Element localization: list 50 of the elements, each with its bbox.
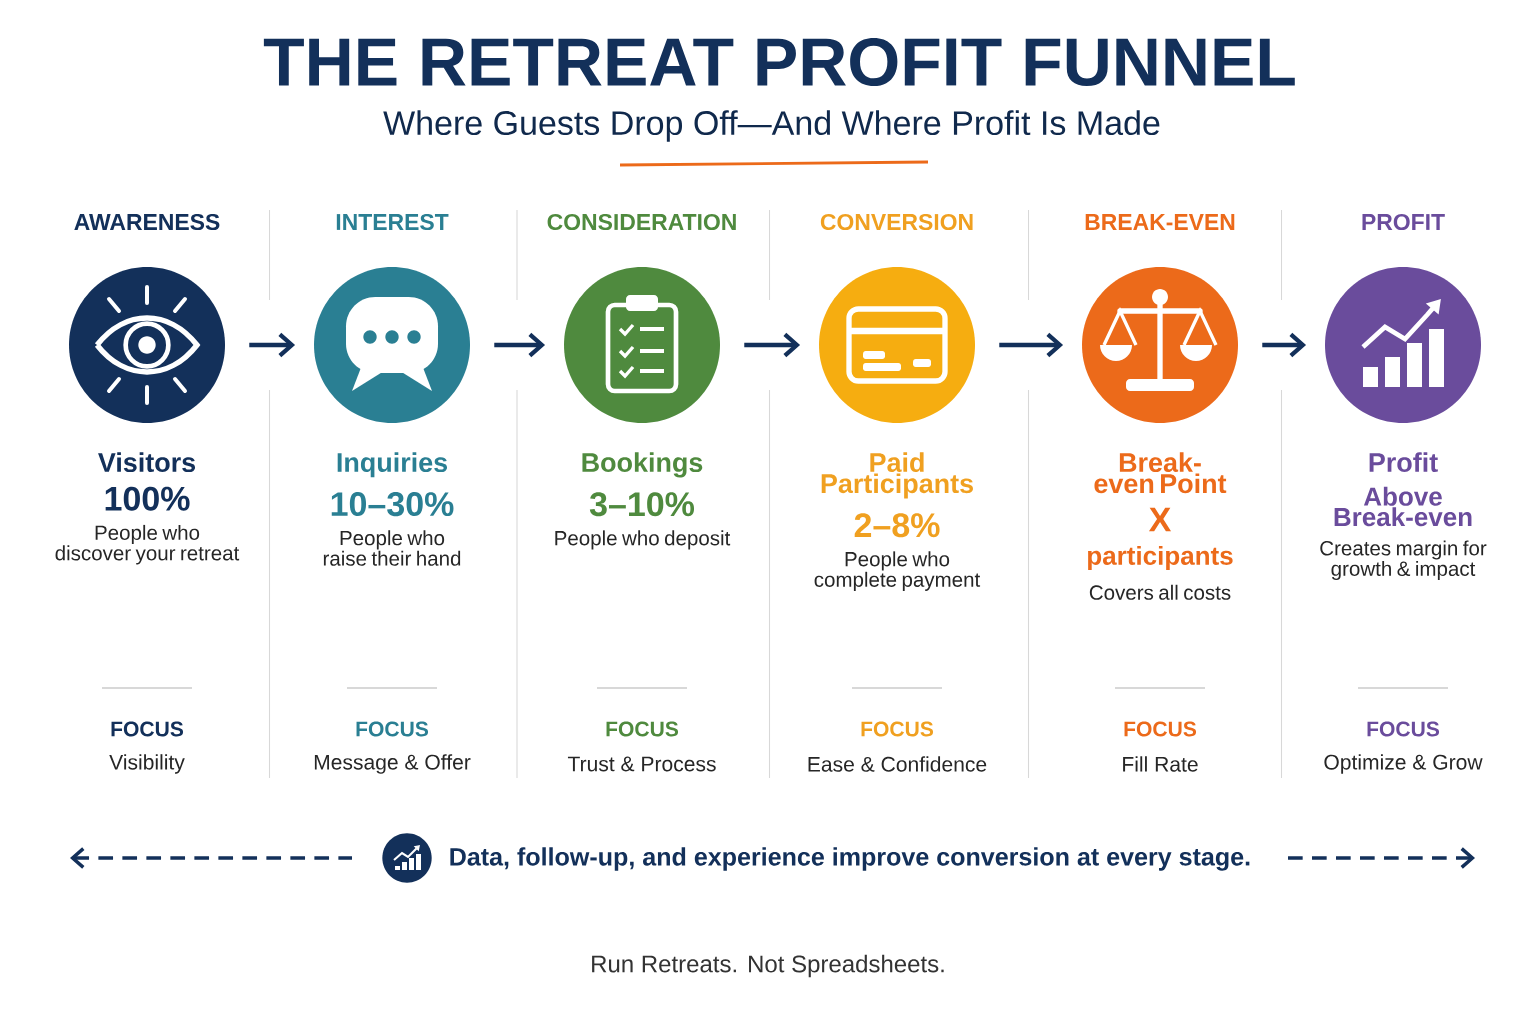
stage-description: People who complete payment [814,551,981,591]
stage-metric: 3–10% [589,492,695,517]
focus-heading: FOCUS [1124,721,1197,737]
title: THE RETREAT PROFIT FUNNEL [263,37,1295,87]
arrow [744,332,801,358]
focus-value: Fill Rate [1123,756,1198,772]
arrow [1262,332,1307,358]
focus-heading: FOCUS [606,721,679,737]
focus-value: Trust & Process [567,756,716,772]
arrow [999,332,1064,358]
tagline: Run Retreats. Not Spreadsheets. [592,954,944,978]
focus-heading: FOCUS [111,721,184,737]
stage-circle [564,267,720,423]
stage-description: People who raise their hand [323,530,461,566]
focus-value: Optimize & Grow [1324,754,1483,774]
focus-value: Message & Offer [314,754,471,774]
stage-description: Covers all costs [1089,584,1231,600]
focus-heading: FOCUS [356,721,429,737]
stage-metric: participants [1088,545,1233,571]
stage-name: Paid Participants [821,452,973,499]
stage-heading: PROFIT [1362,213,1445,231]
stage-heading: CONVERSION [820,213,973,231]
focus-heading: FOCUS [861,721,934,737]
focus-value: Ease & Confidence [808,756,987,772]
stage-circle [69,267,225,423]
focus-heading: FOCUS [1367,721,1440,737]
focus-value: Visibility [109,754,185,774]
stage-name: Break-even Point [1094,452,1227,494]
stage-heading: AWARENESS [74,213,220,231]
arrow [249,332,296,358]
stage-metric: 2–8% [854,513,940,538]
stage-description: Creates margin for growth & impact [1320,540,1487,581]
stage-metric: X [1148,507,1172,532]
stage-name: Profit [1369,452,1438,473]
stage-description: People who deposit [555,530,731,550]
stage-circle [1082,267,1238,423]
stage-heading: INTEREST [336,213,449,231]
stage-metric: 100% [105,486,190,511]
stage-heading: CONSIDERATION [547,213,736,231]
stage-metric: 10–30% [331,492,454,517]
stage-metric: Above Break-even [1334,486,1472,527]
stage-name: Inquiries [337,452,448,478]
stage-name: Visitors [98,452,196,473]
note-text: Data, follow-up, and experience improve conversion at every stage. [450,847,1250,871]
stage-heading: BREAK-EVEN [1085,214,1235,230]
arrow [494,332,546,358]
stage-name: Bookings [582,452,703,478]
subtitle: Where Guests Drop Off—And Where Profit Is Made [383,110,1160,142]
stage-circle [819,267,975,423]
stage-description: People who discover your retreat [55,524,240,565]
